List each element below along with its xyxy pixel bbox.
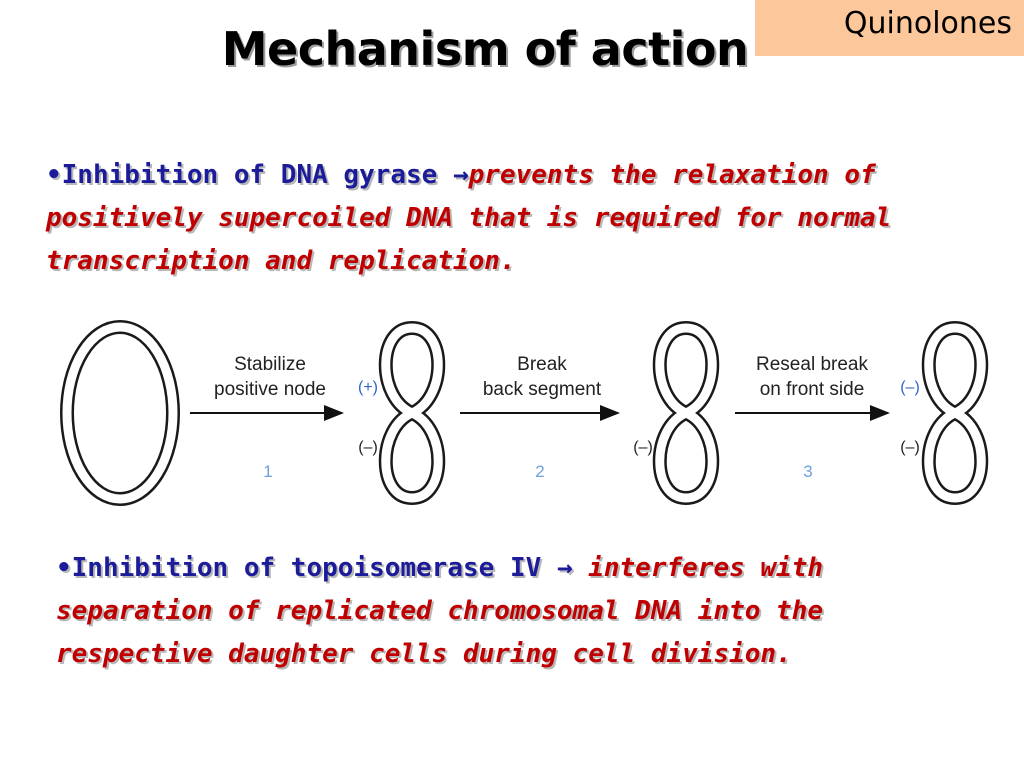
step-1-number: 1	[263, 462, 272, 481]
topic-tag-text: Quinolones	[843, 6, 1012, 41]
step-3-number: 3	[803, 462, 812, 481]
node-label-minus-3-bottom: (–)	[900, 439, 920, 456]
step-3-label-line1: Reseal break	[756, 354, 868, 375]
supercoil-figure-2	[660, 328, 713, 498]
bullet-dna-gyrase-text: prevents the relaxation of positively su…	[46, 160, 892, 276]
bullet-dna-gyrase: •Inhibition of DNA gyrase →prevents the …	[46, 154, 966, 283]
step-1-label-line2: positive node	[214, 379, 326, 400]
bullet-topoisomerase-iv-lead: •Inhibition of topoisomerase IV →	[56, 553, 573, 583]
bullet-topoisomerase-iv-text: interferes with separation of replicated…	[56, 553, 824, 669]
bullet-topoisomerase-iv: •Inhibition of topoisomerase IV → interf…	[56, 547, 976, 676]
node-label-minus-2: (–)	[633, 439, 653, 456]
step-2-label-line1: Break	[517, 354, 567, 375]
node-label-plus: (+)	[358, 379, 378, 396]
bullet-dna-gyrase-lead: •Inhibition of DNA gyrase →	[46, 160, 469, 190]
step-3-label-line2: on front side	[760, 379, 865, 400]
node-label-minus-3-top: (–)	[900, 379, 920, 396]
step-1-label-line1: Stabilize	[234, 354, 306, 375]
step-2-label-line2: back segment	[483, 379, 602, 400]
supercoil-figure-1	[386, 328, 439, 498]
supercoil-figure-3	[929, 328, 982, 498]
slide-title: Mechanism of action	[221, 22, 749, 76]
topic-tag: Quinolones	[755, 0, 1024, 56]
node-label-minus-1: (–)	[358, 439, 378, 456]
relaxed-dna-loop	[60, 320, 180, 506]
step-2-number: 2	[535, 462, 544, 481]
